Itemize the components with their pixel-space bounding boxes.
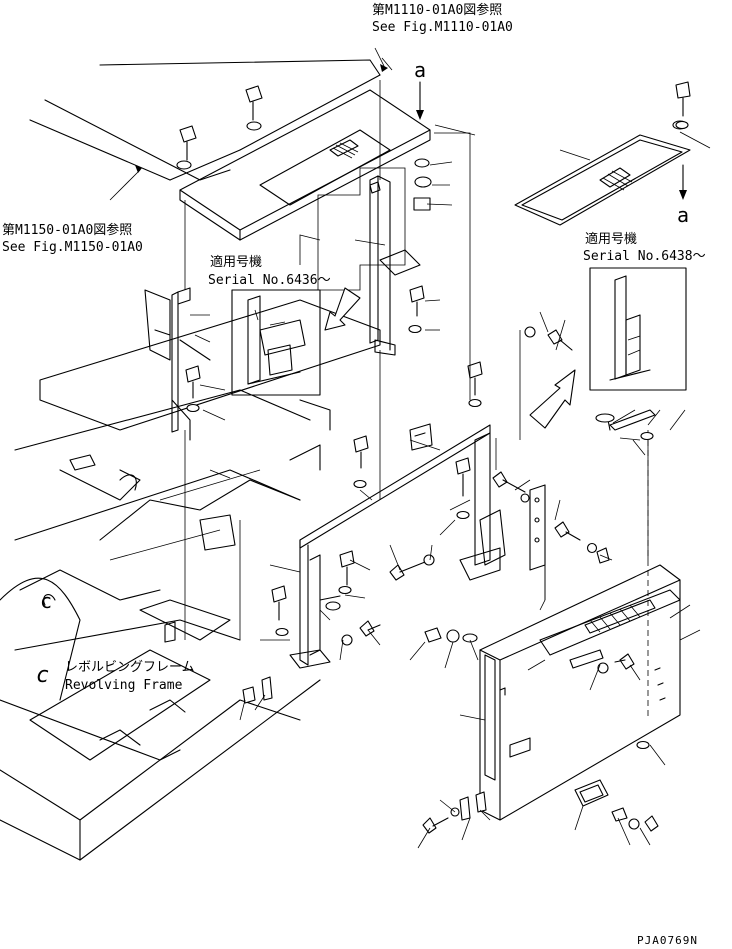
clip xyxy=(459,796,471,821)
bolt xyxy=(353,435,369,489)
bolt xyxy=(467,361,483,408)
revolving-frame xyxy=(0,299,381,861)
nut xyxy=(242,686,256,704)
ref-top-en: See Fig.M1110-01A0 xyxy=(372,20,513,35)
arrow-icon xyxy=(324,287,361,331)
bolt xyxy=(338,550,355,595)
bolt-horizontal xyxy=(492,471,526,493)
ref-left-jp: 第M1150-01A0図参照 xyxy=(2,222,132,238)
top-cover-plate xyxy=(29,59,431,241)
bolt-horizontal xyxy=(341,620,381,646)
right-cover-plate xyxy=(514,134,691,226)
clip xyxy=(596,547,610,564)
marker-c-left: c xyxy=(40,589,52,613)
washer xyxy=(414,176,432,188)
marker-a-top: a xyxy=(414,58,426,82)
drawing-code: PJA0769N xyxy=(637,934,698,947)
bolt-horizontal xyxy=(389,554,435,581)
center-post xyxy=(369,175,421,356)
washer xyxy=(446,629,460,643)
ref-left-en: See Fig.M1150-01A0 xyxy=(2,240,143,255)
bolt xyxy=(271,585,289,637)
left-post-bracket xyxy=(144,287,211,441)
bolt xyxy=(176,125,197,170)
washer xyxy=(595,413,615,423)
serial-note-2-jp: 適用号機 xyxy=(585,231,637,247)
washer xyxy=(640,431,654,441)
bolt xyxy=(245,85,263,131)
serial-box-2 xyxy=(589,267,687,391)
bolt xyxy=(408,285,425,334)
washer xyxy=(520,493,530,503)
washer xyxy=(675,120,689,130)
serial-note-1-en: Serial No.6436～ xyxy=(208,273,331,288)
frame-label-jp: レボルビングフレーム xyxy=(65,660,195,675)
serial-note-1-jp: 適用号機 xyxy=(210,254,262,270)
bolt-horizontal xyxy=(422,807,460,834)
bolt-horizontal xyxy=(554,521,598,554)
arrow-down-icon xyxy=(679,164,687,200)
door-panel xyxy=(479,430,681,821)
arrow-icon xyxy=(529,369,576,429)
stay-bracket xyxy=(607,409,656,431)
rear-frame xyxy=(289,424,506,669)
washer xyxy=(325,601,341,611)
nut xyxy=(424,627,442,643)
marker-a-right: a xyxy=(677,203,689,227)
leader-lines xyxy=(190,57,711,849)
washer xyxy=(462,633,478,643)
bolt-horizontal xyxy=(611,807,659,832)
serial-note-2-en: Serial No.6438～ xyxy=(583,249,706,264)
washer xyxy=(414,158,430,168)
assembly-lines xyxy=(184,80,649,640)
ref-top-jp: 第M1110-01A0図参照 xyxy=(372,2,502,18)
bolt-horizontal xyxy=(524,326,573,351)
bolt-horizontal xyxy=(597,653,635,674)
serial-box-1 xyxy=(231,289,321,396)
arrow-down-icon xyxy=(416,81,424,120)
washer xyxy=(636,740,650,750)
clip xyxy=(261,676,273,701)
serial-box-frame xyxy=(317,167,406,291)
arrow-icon xyxy=(109,47,388,201)
nut xyxy=(413,197,431,211)
clip xyxy=(475,791,487,813)
brace-bracket xyxy=(409,423,433,451)
marker-c-label: c xyxy=(36,663,49,688)
frame-label-en: Revolving Frame xyxy=(65,678,183,693)
bolt xyxy=(185,365,201,413)
bolt xyxy=(455,457,471,520)
hinge-plate xyxy=(529,484,546,571)
cover-plate-small xyxy=(574,779,609,807)
